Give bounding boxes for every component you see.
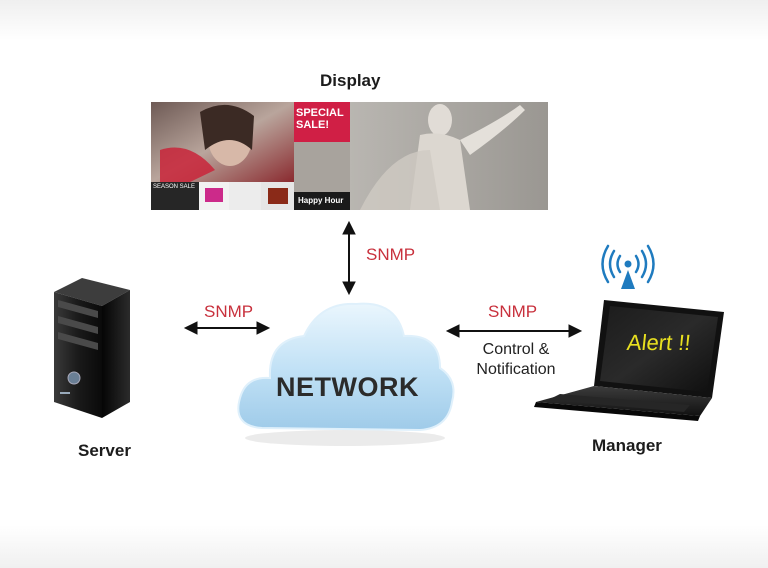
snmp-label-right: SNMP (488, 302, 538, 321)
server-tower (54, 278, 130, 418)
manager-label: Manager (592, 436, 662, 455)
arrow-server-network (183, 321, 271, 335)
happy-hour-text: Happy Hour (298, 196, 344, 205)
happy-hour-banner (294, 192, 350, 210)
arrow-network-manager (445, 324, 583, 338)
special-sale-banner (294, 102, 350, 142)
snmp-label-top: SNMP (366, 245, 416, 264)
arrow-display-network (342, 220, 356, 296)
snmp-label-left: SNMP (204, 302, 254, 321)
special-sale-text: SPECIAL SALE! (296, 107, 344, 131)
control-notification-text: Control & Notification (466, 340, 566, 380)
model-face-right (428, 104, 452, 136)
alert-text: Alert !! (625, 330, 692, 355)
control-line: Control & (482, 341, 550, 358)
network-label: NETWORK (276, 372, 419, 402)
display-screen (151, 102, 548, 210)
notification-line: Notification (476, 361, 556, 378)
network-cloud (237, 302, 455, 446)
server-label: Server (78, 441, 131, 460)
manager-laptop (534, 300, 724, 421)
display-label: Display (320, 71, 381, 90)
signal-alert-icon (601, 244, 655, 289)
season-sale-text: SEASON SALE (153, 184, 196, 190)
